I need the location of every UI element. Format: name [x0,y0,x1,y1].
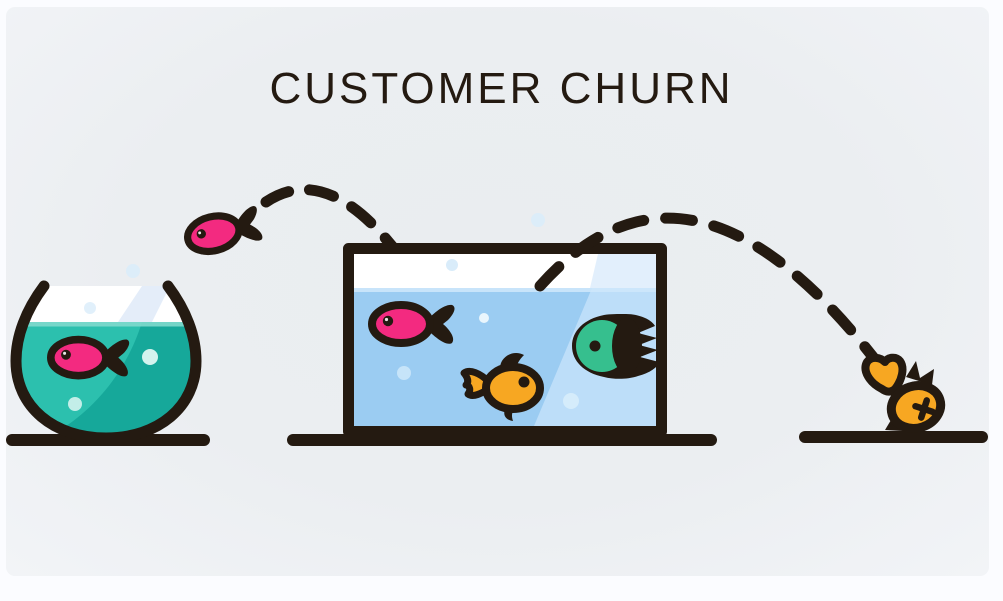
bubble [397,366,411,380]
fishbowl-icon [10,280,202,444]
pink-fish-in-bowl-icon [51,339,129,376]
bubble [68,397,82,411]
goldfish-in-tank-icon [460,352,544,421]
bowl-water-shade [42,322,196,438]
bowl-outline [10,280,202,444]
bubble [531,213,545,227]
dead-fish-icon [861,353,946,433]
pink-fish-in-tank-icon [372,305,455,344]
tank-waterline [354,288,656,292]
bubble [446,259,458,271]
bubble [126,264,140,278]
page-title: CUSTOMER CHURN [269,64,734,113]
churn-arc-out [534,212,886,372]
bubble [84,302,96,314]
tank-glare-top [590,254,656,288]
cross-eye-icon [912,397,936,421]
bubble [142,349,158,365]
bowl-glass-glare [118,286,170,322]
aquarium-icon [343,243,667,437]
bowl-waterline [16,322,196,327]
bubble [479,313,489,323]
green-fish-in-tank-icon [572,314,659,379]
jumping-fish-icon [184,205,265,257]
tank-outline [343,243,667,437]
bubble [563,393,579,409]
